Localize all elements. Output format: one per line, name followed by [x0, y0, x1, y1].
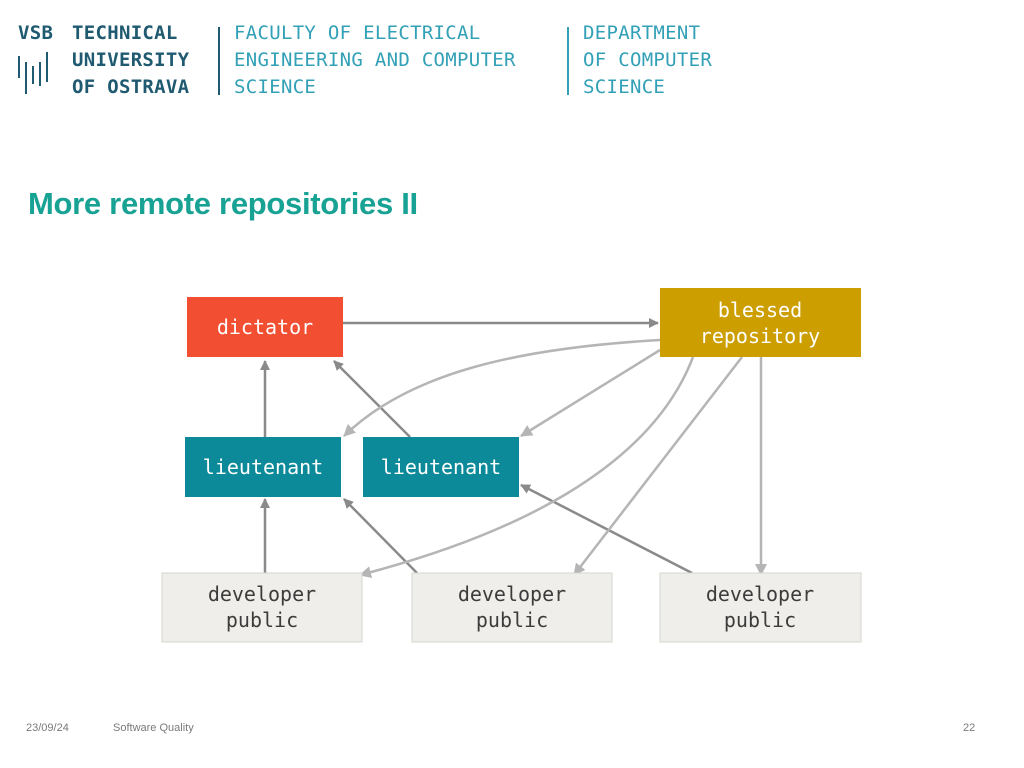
edge-blessed-to-dev1	[359, 356, 695, 579]
department-name: DEPARTMENT OF COMPUTER SCIENCE	[583, 20, 712, 101]
university-line-1: TECHNICAL	[72, 22, 178, 44]
node-label: blessed	[718, 298, 802, 322]
faculty-line-3: SCIENCE	[234, 76, 317, 98]
footer-date: 23/09/24	[26, 722, 69, 734]
node-label: public	[226, 608, 298, 632]
node-label: dictator	[217, 315, 313, 339]
diagram-edges	[260, 318, 767, 579]
footer-course-name: Software Quality	[113, 722, 194, 734]
university-logo-icon	[18, 52, 48, 94]
node-label: public	[724, 608, 796, 632]
node-label: lieutenant	[381, 455, 501, 479]
department-line-2: OF COMPUTER	[583, 49, 713, 71]
department-line-1: DEPARTMENT	[583, 22, 701, 44]
university-line-2: UNIVERSITY	[72, 49, 190, 71]
node-developer-public-1: developer public	[161, 572, 363, 643]
node-dictator: dictator	[187, 297, 343, 357]
edge-blessed-to-lieutenant2	[520, 348, 661, 438]
node-developer-public-3: developer public	[659, 572, 862, 643]
faculty-line-1: FACULTY OF ELECTRICAL	[234, 22, 481, 44]
edge-blessed-to-lieutenant1	[343, 338, 661, 437]
node-label: repository	[700, 324, 820, 348]
node-label: public	[476, 608, 548, 632]
footer-page-number: 22	[963, 722, 976, 734]
node-label: developer	[458, 582, 566, 606]
node-label: developer	[706, 582, 814, 606]
node-lieutenant-1: lieutenant	[185, 437, 341, 497]
faculty-name: FACULTY OF ELECTRICAL ENGINEERING AND CO…	[234, 20, 516, 101]
edge-lieutenant2-to-dictator	[333, 360, 411, 438]
university-abbreviation: VSB	[18, 22, 54, 44]
header-divider	[218, 27, 220, 95]
department-line-3: SCIENCE	[583, 76, 666, 98]
university-name: TECHNICAL UNIVERSITY OF OSTRAVA	[72, 20, 189, 101]
edge-blessed-to-dev2	[573, 356, 743, 576]
node-label: lieutenant	[203, 455, 323, 479]
node-lieutenant-2: lieutenant	[363, 437, 519, 497]
university-line-3: OF OSTRAVA	[72, 76, 190, 98]
edge-dev3-to-lieutenant2	[520, 483, 693, 575]
faculty-line-2: ENGINEERING AND COMPUTER	[234, 49, 516, 71]
node-developer-public-2: developer public	[411, 572, 613, 643]
header-divider	[567, 27, 569, 95]
edge-dev2-to-lieutenant1	[343, 498, 418, 574]
node-label: developer	[208, 582, 316, 606]
slide-title: More remote repositories II	[28, 186, 418, 221]
node-blessed-repository: blessed repository	[660, 288, 861, 357]
